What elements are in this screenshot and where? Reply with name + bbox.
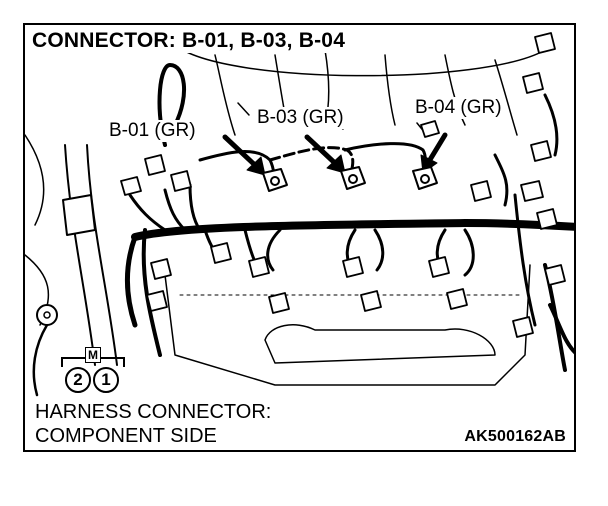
- engine-harness-drawing: [25, 32, 574, 397]
- connector-box: [470, 180, 492, 202]
- right-harness-drop: [513, 193, 537, 327]
- engine-block-outline: [164, 264, 531, 386]
- connector-box: [210, 242, 232, 264]
- harness-connector-symbol: M 2 1: [55, 347, 135, 397]
- connector-box: [170, 170, 192, 192]
- connector-box: [522, 72, 544, 94]
- left-edge-curve: [25, 134, 45, 226]
- terminal-pin-2: 2: [65, 367, 91, 393]
- connector-box: [534, 32, 556, 54]
- b01-arrow-shaft: [222, 134, 260, 170]
- b04-sensor-connector: [412, 166, 438, 190]
- b03-arrow-shaft: [304, 134, 340, 168]
- b01-sensor-connector: [262, 168, 288, 192]
- connector-box: [248, 256, 270, 278]
- diagram-title: CONNECTOR: B-01, B-03, B-04: [32, 29, 350, 53]
- connector-box: [446, 288, 468, 310]
- b01-arrowhead: [246, 156, 266, 176]
- manifold-runner: [444, 54, 466, 126]
- b03-arrowhead: [326, 154, 346, 174]
- engine-block-panel: [264, 324, 496, 364]
- harness-loop-wire: [157, 63, 187, 147]
- manifold-runner: [494, 59, 518, 136]
- connector-box: [420, 120, 440, 138]
- diagram-frame: CONNECTOR: B-01, B-03, B-04 B-01 (GR) B-…: [23, 23, 576, 452]
- left-connector-wire: [188, 183, 202, 232]
- connector-box: [512, 316, 534, 338]
- ground-lug: [36, 304, 58, 326]
- connector-box: [120, 176, 142, 196]
- ground-lug-hole: [43, 311, 51, 319]
- left-hose-outline: [64, 144, 96, 366]
- ground-wire: [32, 323, 49, 397]
- right-edge-wire: [543, 93, 559, 157]
- harness-caption-line1: HARNESS CONNECTOR:: [35, 401, 272, 423]
- b03-label: B-03 (GR): [255, 107, 346, 129]
- manifold-runner: [214, 54, 236, 136]
- connector-box: [146, 290, 168, 312]
- connector-box: [544, 264, 566, 286]
- right-edge-wire: [548, 303, 574, 355]
- terminal-pin-1: 1: [93, 367, 119, 393]
- main-harness-trunk: [131, 219, 574, 241]
- b01-label: B-01 (GR): [107, 120, 198, 142]
- connector-box: [536, 208, 558, 230]
- left-connector-wire: [163, 188, 187, 232]
- connector-box: [360, 290, 382, 312]
- b04-arrow-shaft: [425, 132, 448, 166]
- left-hose-outline: [86, 144, 118, 366]
- right-edge-wire: [493, 153, 509, 207]
- manifold-outline: [174, 44, 546, 77]
- connector-box: [342, 256, 364, 278]
- left-connector-wire: [128, 193, 167, 232]
- connector-box: [520, 180, 544, 202]
- injector-wire: [463, 228, 475, 277]
- connector-box: [268, 292, 290, 314]
- manifold-runner: [384, 54, 396, 126]
- main-harness-branch: [125, 234, 138, 328]
- connector-marker: M: [85, 347, 101, 363]
- figure-id: AK500162AB: [464, 428, 566, 445]
- b03-sensor-connector: [340, 166, 366, 190]
- injector-wire: [266, 228, 282, 272]
- connector-box: [530, 140, 552, 162]
- injector-wire: [373, 228, 385, 272]
- connector-box: [428, 256, 450, 278]
- connector-box: [144, 154, 166, 176]
- left-hose-clamp: [62, 194, 96, 236]
- b04-label: B-04 (GR): [413, 97, 504, 119]
- connector-box: [150, 258, 172, 280]
- harness-caption-line2: COMPONENT SIDE: [35, 425, 217, 447]
